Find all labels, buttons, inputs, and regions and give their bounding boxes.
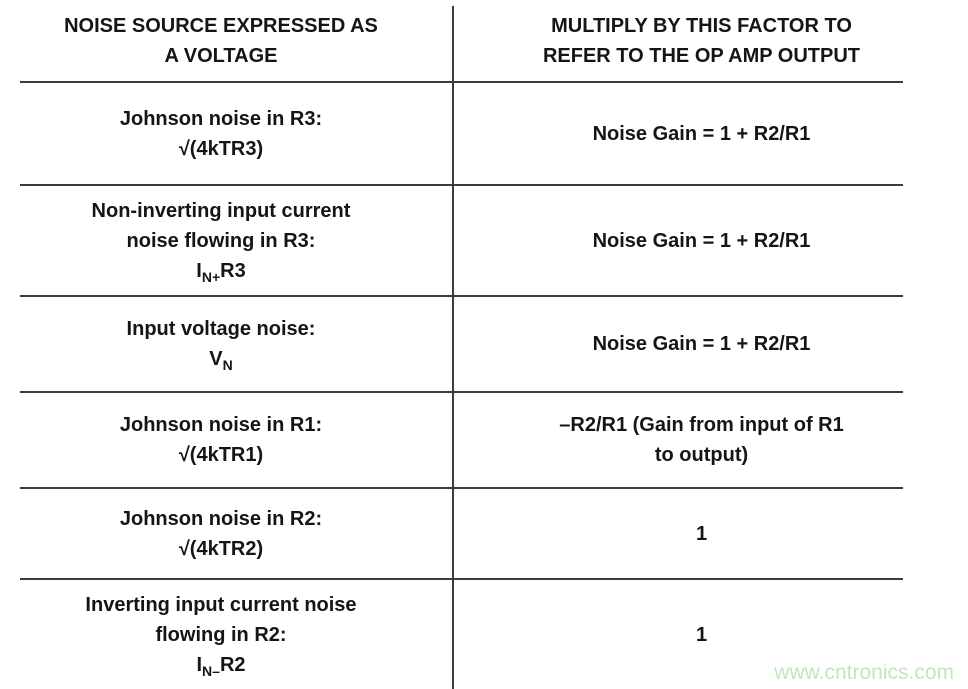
noise-source-text: Input voltage noise: — [126, 318, 316, 340]
factor-text: –R2/R1 (Gain from input of R1 — [559, 414, 844, 436]
factor-cell: Noise Gain = 1 + R2/R1 — [452, 297, 903, 391]
factor-cell: –R2/R1 (Gain from input of R1 to output) — [452, 393, 903, 487]
factor-text: to output) — [654, 444, 749, 466]
noise-source-table: NOISE SOURCE EXPRESSED AS A VOLTAGE MULT… — [20, 0, 903, 689]
header-factor: MULTIPLY BY THIS FACTOR TO REFER TO THE … — [452, 0, 903, 81]
noise-source-cell: Inverting input current noise flowing in… — [20, 580, 452, 689]
noise-source-formula: √(4kTR2) — [178, 537, 264, 560]
factor-text: Noise Gain = 1 + R2/R1 — [592, 122, 811, 145]
noise-source-text: noise flowing in R3: — [126, 229, 316, 252]
header-noise-source-line1: NOISE SOURCE EXPRESSED AS — [64, 14, 378, 37]
table-row: Inverting input current noise flowing in… — [20, 580, 903, 689]
noise-source-formula: VN — [209, 348, 233, 373]
header-noise-source: NOISE SOURCE EXPRESSED AS A VOLTAGE — [20, 0, 452, 81]
header-noise-source-line2: A VOLTAGE — [164, 44, 278, 67]
noise-source-text: Non-inverting input current — [91, 199, 351, 222]
watermark-text: www.cntronics.com — [774, 661, 954, 684]
noise-source-formula: √(4kTR3) — [178, 137, 264, 160]
noise-source-text: Inverting input current noise — [85, 593, 357, 616]
factor-cell: 1 — [452, 489, 903, 578]
factor-text: Noise Gain = 1 + R2/R1 — [592, 333, 811, 355]
factor-text: Noise Gain = 1 + R2/R1 — [592, 229, 811, 252]
table-header-row: NOISE SOURCE EXPRESSED AS A VOLTAGE MULT… — [20, 0, 903, 83]
table-row: Johnson noise in R1: √(4kTR1) –R2/R1 (Ga… — [20, 393, 903, 489]
noise-source-cell: Johnson noise in R2: √(4kTR2) — [20, 489, 452, 578]
column-divider-line — [452, 6, 454, 689]
noise-source-cell: Non-inverting input current noise flowin… — [20, 186, 452, 295]
table-row: Johnson noise in R2: √(4kTR2) 1 — [20, 489, 903, 580]
noise-source-formula: IN–R2 — [196, 653, 246, 679]
noise-source-cell: Johnson noise in R1: √(4kTR1) — [20, 393, 452, 487]
noise-source-cell: Input voltage noise: VN — [20, 297, 452, 391]
table-row: Non-inverting input current noise flowin… — [20, 186, 903, 297]
factor-text: 1 — [695, 623, 708, 646]
factor-text: 1 — [695, 522, 708, 545]
factor-cell: Noise Gain = 1 + R2/R1 — [452, 83, 903, 184]
noise-source-text: Johnson noise in R3: — [119, 107, 323, 130]
noise-source-cell: Johnson noise in R3: √(4kTR3) — [20, 83, 452, 184]
noise-source-text: Johnson noise in R1: — [119, 414, 323, 436]
table-row: Input voltage noise: VN Noise Gain = 1 +… — [20, 297, 903, 393]
factor-cell: 1 — [452, 580, 903, 689]
factor-cell: Noise Gain = 1 + R2/R1 — [452, 186, 903, 295]
noise-source-formula: IN+R3 — [196, 259, 246, 285]
noise-source-formula: √(4kTR1) — [178, 444, 264, 466]
noise-source-text: flowing in R2: — [155, 623, 287, 646]
header-factor-line2: REFER TO THE OP AMP OUTPUT — [542, 44, 861, 67]
table-row: Johnson noise in R3: √(4kTR3) Noise Gain… — [20, 83, 903, 186]
noise-source-text: Johnson noise in R2: — [119, 507, 323, 530]
header-factor-line1: MULTIPLY BY THIS FACTOR TO — [551, 14, 852, 37]
